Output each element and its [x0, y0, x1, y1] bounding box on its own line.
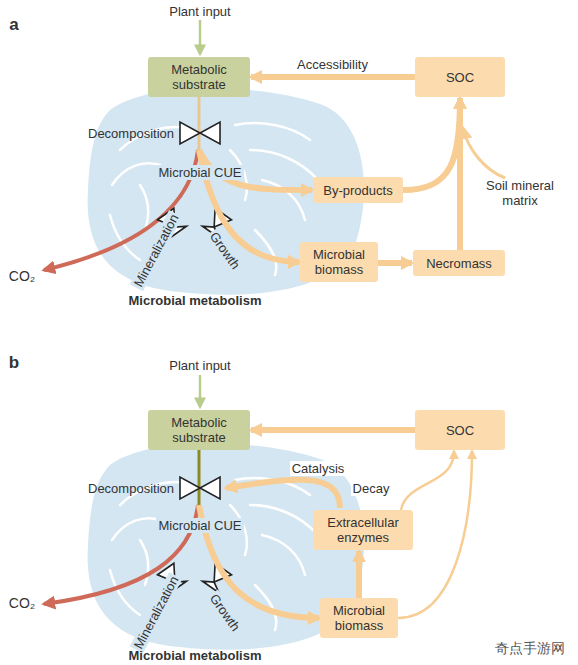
text-label: Catalysis	[290, 461, 347, 476]
box-text: Microbial biomass	[304, 247, 374, 277]
flux-line	[198, 97, 201, 150]
flux-arrow	[403, 98, 460, 190]
flux-arrow	[251, 74, 415, 80]
box-text: Metabolic substrate	[152, 62, 246, 92]
flux-arrow	[356, 551, 362, 598]
text-label: b	[9, 353, 19, 373]
edge-label: Decay	[351, 481, 392, 496]
process-box: Metabolic substrate	[148, 57, 250, 97]
process-box: SOC	[415, 57, 505, 97]
box-text: Microbial biomass	[324, 603, 394, 633]
text-label: Soil mineral matrix	[480, 178, 560, 208]
box-text: Metabolic substrate	[152, 415, 246, 445]
text-label: Microbial CUE	[156, 165, 243, 180]
matrix-arrow	[463, 128, 505, 178]
text-label: Microbial metabolism	[129, 648, 262, 663]
process-box: Microbial biomass	[320, 598, 398, 638]
text-label: Plant input	[169, 4, 230, 19]
process-box: By-products	[313, 177, 403, 203]
box-text: SOC	[446, 70, 474, 85]
catalysis-arrow	[226, 480, 340, 508]
process-box: Microbial biomass	[300, 242, 378, 282]
process-box: SOC	[415, 410, 505, 450]
flux-arrow	[401, 451, 454, 510]
text-label: Microbial metabolism	[129, 293, 262, 308]
process-box: Extracellular enzymes	[313, 510, 413, 550]
flux-line	[198, 450, 201, 505]
process-box: Necromass	[413, 250, 505, 276]
box-text: By-products	[323, 183, 392, 198]
input-arrow	[199, 20, 202, 54]
box-text: Necromass	[426, 256, 492, 271]
text-label: a	[9, 15, 18, 35]
text-label: Decomposition	[88, 481, 174, 496]
text-label: Plant input	[169, 358, 230, 373]
edge-label: Accessibility	[295, 57, 370, 72]
text-label: Microbial CUE	[156, 518, 243, 533]
flux-arrow	[457, 98, 463, 250]
box-text: SOC	[446, 423, 474, 438]
flux-arrow	[251, 427, 415, 433]
box-text: Extracellular enzymes	[317, 515, 409, 545]
input-arrow	[199, 375, 202, 407]
flux-arrow	[378, 260, 412, 266]
text-label: CO₂	[9, 268, 35, 285]
process-box: Metabolic substrate	[148, 410, 250, 450]
text-label: 奇点手游网	[495, 640, 565, 657]
text-label: Decomposition	[88, 126, 174, 141]
text-label: CO₂	[9, 595, 35, 612]
